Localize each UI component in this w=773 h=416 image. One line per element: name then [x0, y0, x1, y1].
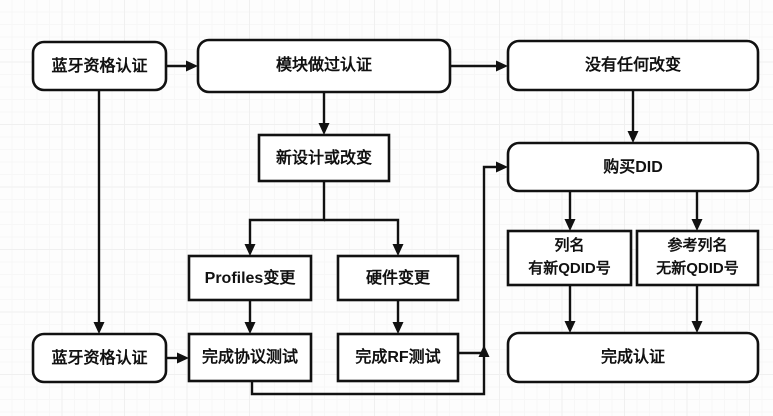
connector-bt-qual-top-to-bt-qual-bottom [93, 90, 105, 334]
connector-module-certified-to-new-design [318, 92, 330, 135]
connector-protocol-test-to-buy-did [250, 365, 486, 396]
connector-buy-did-to-listing [564, 191, 576, 231]
node-listing-new-qdid-shape[interactable] [506, 229, 633, 287]
connector-new-design-to-profiles-change [244, 181, 326, 256]
connector-module-certified-to-no-change [450, 60, 508, 72]
connector-bt-qual-bottom-to-protocol-test [166, 352, 189, 364]
node-bt-qual-top-shape[interactable] [31, 40, 168, 92]
node-profiles-change[interactable]: Profiles变更 [187, 254, 313, 302]
node-hardware-change-shape[interactable] [336, 254, 460, 302]
connector-buy-did-to-reference [691, 191, 703, 231]
node-module-certified-label: 模块做过认证 [276, 55, 372, 74]
connector-profiles-change-to-protocol-test [244, 300, 256, 334]
node-bt-qual-bottom-label: 蓝牙资格认证 [51, 348, 147, 367]
node-buy-did[interactable]: 购买DID [506, 141, 760, 193]
node-reference-no-new-qdid-shape[interactable] [635, 229, 760, 287]
connector-listing-to-certification-complete [564, 285, 576, 333]
node-new-design-or-change[interactable]: 新设计或改变 [257, 133, 391, 183]
node-reference-no-new-qdid[interactable]: 参考列名 无新QDID号 [635, 229, 760, 287]
node-bt-qual-top-label: 蓝牙资格认证 [51, 56, 147, 75]
node-listing-new-qdid-label-line2: 有新QDID号 [528, 259, 611, 277]
node-buy-did-shape[interactable] [506, 141, 760, 193]
node-reference-no-new-qdid-label-line1: 参考列名 [667, 236, 727, 254]
node-listing-new-qdid-label-line1: 列名 [554, 236, 584, 254]
node-no-change[interactable]: 没有任何改变 [506, 39, 760, 92]
node-no-change-label: 没有任何改变 [585, 55, 681, 74]
node-module-certified[interactable]: 模块做过认证 [196, 38, 452, 94]
node-bt-qual-bottom[interactable]: 蓝牙资格认证 [31, 332, 168, 384]
node-protocol-test-done[interactable]: 完成协议测试 [187, 332, 313, 383]
node-hardware-change[interactable]: 硬件变更 [336, 254, 460, 302]
connector-new-design-to-hardware-change [324, 218, 404, 256]
node-profiles-change-shape[interactable] [187, 254, 313, 302]
node-no-change-shape[interactable] [506, 39, 760, 92]
node-bt-qual-bottom-shape[interactable] [31, 332, 168, 384]
node-certification-complete[interactable]: 完成认证 [506, 331, 760, 384]
node-rf-test-done[interactable]: 完成RF测试 [336, 332, 460, 383]
node-new-design-or-change-label: 新设计或改变 [276, 148, 372, 167]
node-rf-test-done-label: 完成RF测试 [355, 347, 440, 366]
connector-no-change-to-buy-did [627, 90, 639, 143]
node-certification-complete-shape[interactable] [506, 331, 760, 384]
node-protocol-test-done-shape[interactable] [187, 332, 313, 383]
node-reference-no-new-qdid-label-line2: 无新QDID号 [655, 259, 739, 277]
node-certification-complete-label: 完成认证 [601, 347, 665, 366]
connector-hardware-change-to-rf-test [392, 300, 404, 334]
node-protocol-test-done-label: 完成协议测试 [202, 347, 298, 366]
connector-reference-to-certification-complete [691, 285, 703, 333]
node-listing-new-qdid[interactable]: 列名 有新QDID号 [506, 229, 633, 287]
node-hardware-change-label: 硬件变更 [366, 268, 431, 287]
node-buy-did-label: 购买DID [603, 157, 663, 176]
node-bt-qual-top[interactable]: 蓝牙资格认证 [31, 40, 168, 92]
connector-bt-qual-top-to-module-certified [166, 60, 198, 72]
node-rf-test-done-shape[interactable] [336, 332, 460, 383]
node-profiles-change-label: Profiles变更 [205, 268, 297, 287]
node-new-design-or-change-shape[interactable] [257, 133, 391, 183]
node-module-certified-shape[interactable] [196, 38, 452, 94]
connector-rf-test-to-buy-did [458, 161, 508, 365]
node-layer: 蓝牙资格认证 模块做过认证 没有任何改变 新设计或改变 购买DID [31, 38, 760, 384]
connector-layer [93, 60, 703, 396]
